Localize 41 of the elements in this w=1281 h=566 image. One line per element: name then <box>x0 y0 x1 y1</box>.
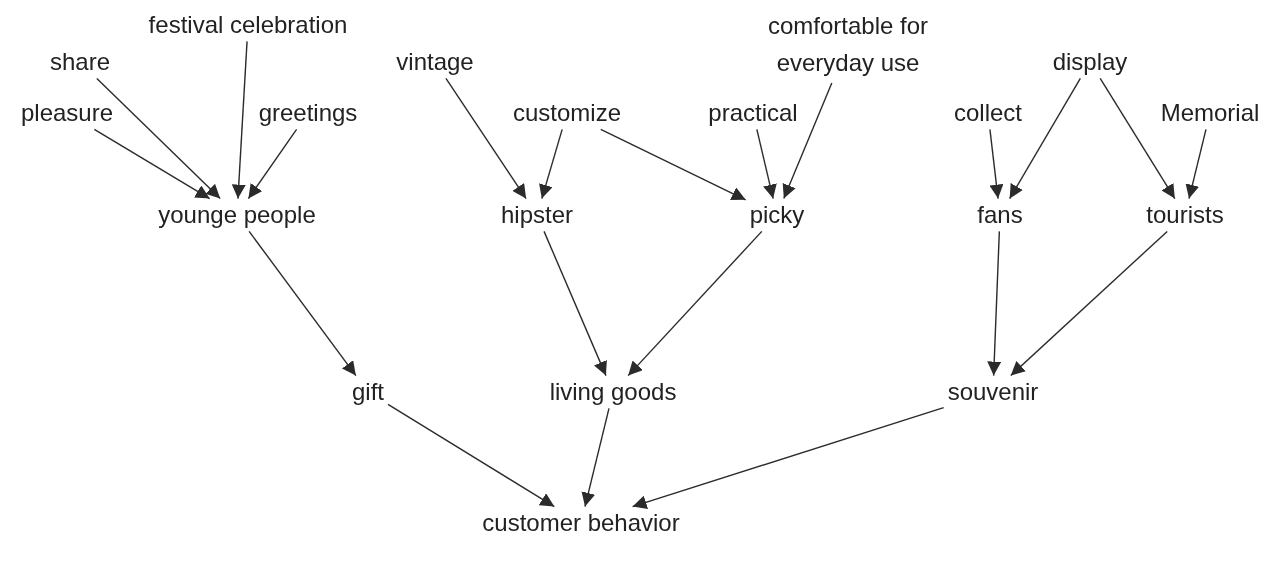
arrow <box>539 128 563 200</box>
node-label: Memorial <box>1160 98 1260 128</box>
node-label: vintage <box>396 47 474 77</box>
node-label: younge people <box>158 200 316 230</box>
node-label: living goods <box>549 377 677 407</box>
node-label: gift <box>352 377 384 407</box>
node-label: pleasure <box>20 98 114 128</box>
arrow <box>600 128 747 201</box>
arrow <box>96 77 221 200</box>
arrow <box>756 128 777 200</box>
node-label: customize <box>513 98 621 128</box>
node-label: fans <box>977 200 1023 230</box>
arrow <box>627 230 763 377</box>
node-label: share <box>50 47 110 77</box>
arrow <box>247 128 298 200</box>
arrow <box>631 407 945 510</box>
node-label: comfortable for everyday use <box>755 7 941 81</box>
arrow <box>1099 77 1176 200</box>
node-label: display <box>1052 47 1128 77</box>
node-label: greetings <box>258 98 358 128</box>
arrow <box>581 407 610 508</box>
arrow <box>231 40 248 200</box>
node-label: festival celebration <box>148 10 348 40</box>
node-label: souvenir <box>947 377 1039 407</box>
node-label: practical <box>708 98 798 128</box>
node-label: tourists <box>1146 200 1224 230</box>
arrow <box>543 230 607 377</box>
arrow <box>989 128 1004 200</box>
arrow <box>1185 128 1207 200</box>
node-label: picky <box>749 200 805 230</box>
arrow <box>782 82 833 200</box>
node-label: collect <box>954 98 1022 128</box>
node-label: customer behavior <box>482 508 680 538</box>
arrow <box>248 230 357 377</box>
arrow <box>1008 77 1082 200</box>
arrow <box>1010 230 1168 377</box>
node-label: hipster <box>501 200 573 230</box>
arrow <box>445 77 527 200</box>
arrow <box>987 230 1002 377</box>
arrow <box>387 403 556 508</box>
arrow <box>93 128 211 200</box>
